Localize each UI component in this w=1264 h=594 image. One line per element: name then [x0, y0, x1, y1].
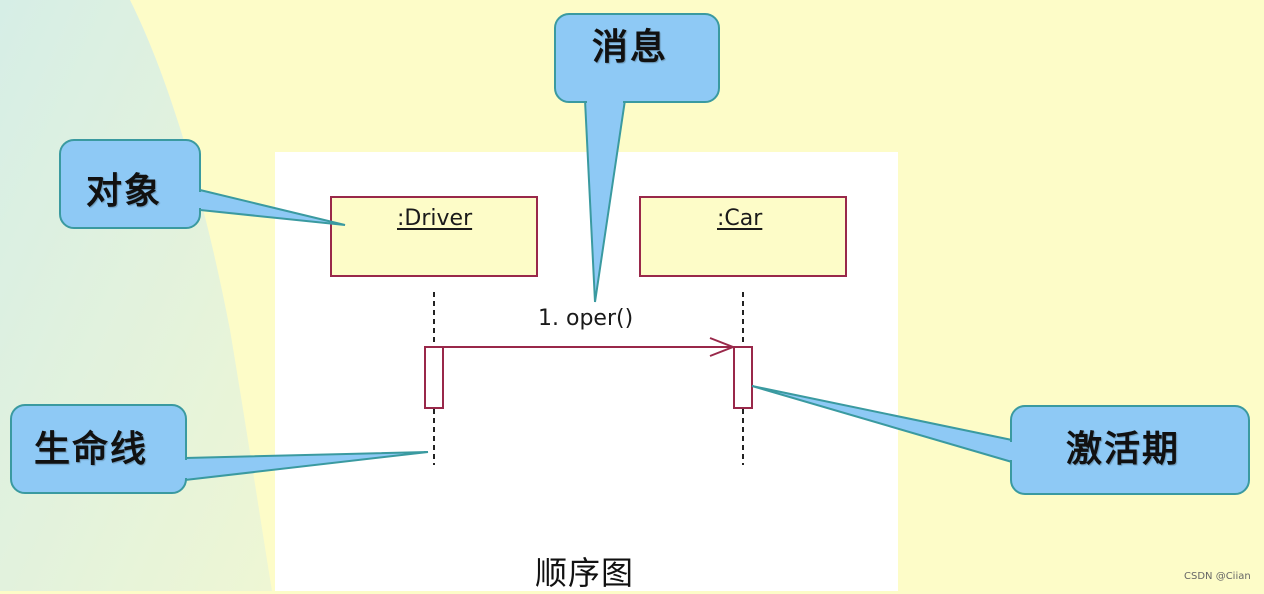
callout-activation: [751, 385, 1250, 495]
object-box-driver: [330, 196, 538, 277]
message-arrowhead: [709, 337, 736, 357]
object-label-driver: :Driver: [397, 206, 473, 231]
callout-message: [554, 13, 720, 303]
callout-message-text: 消息: [592, 27, 669, 68]
callout-activation-text: 激活期: [1066, 429, 1181, 470]
callout-object: [59, 139, 346, 229]
activation-bar-car: [733, 346, 753, 409]
message-label: 1. oper(): [538, 306, 634, 331]
watermark: CSDN @Ciian: [1184, 571, 1251, 582]
callout-lifeline: [10, 404, 429, 494]
object-box-car: [639, 196, 847, 277]
diagram-caption: 顺序图: [535, 554, 635, 592]
object-label-car: :Car: [717, 206, 763, 231]
callout-lifeline-text: 生命线: [34, 429, 149, 470]
activation-bar-driver: [424, 346, 444, 409]
callout-object-text: 对象: [86, 171, 163, 212]
